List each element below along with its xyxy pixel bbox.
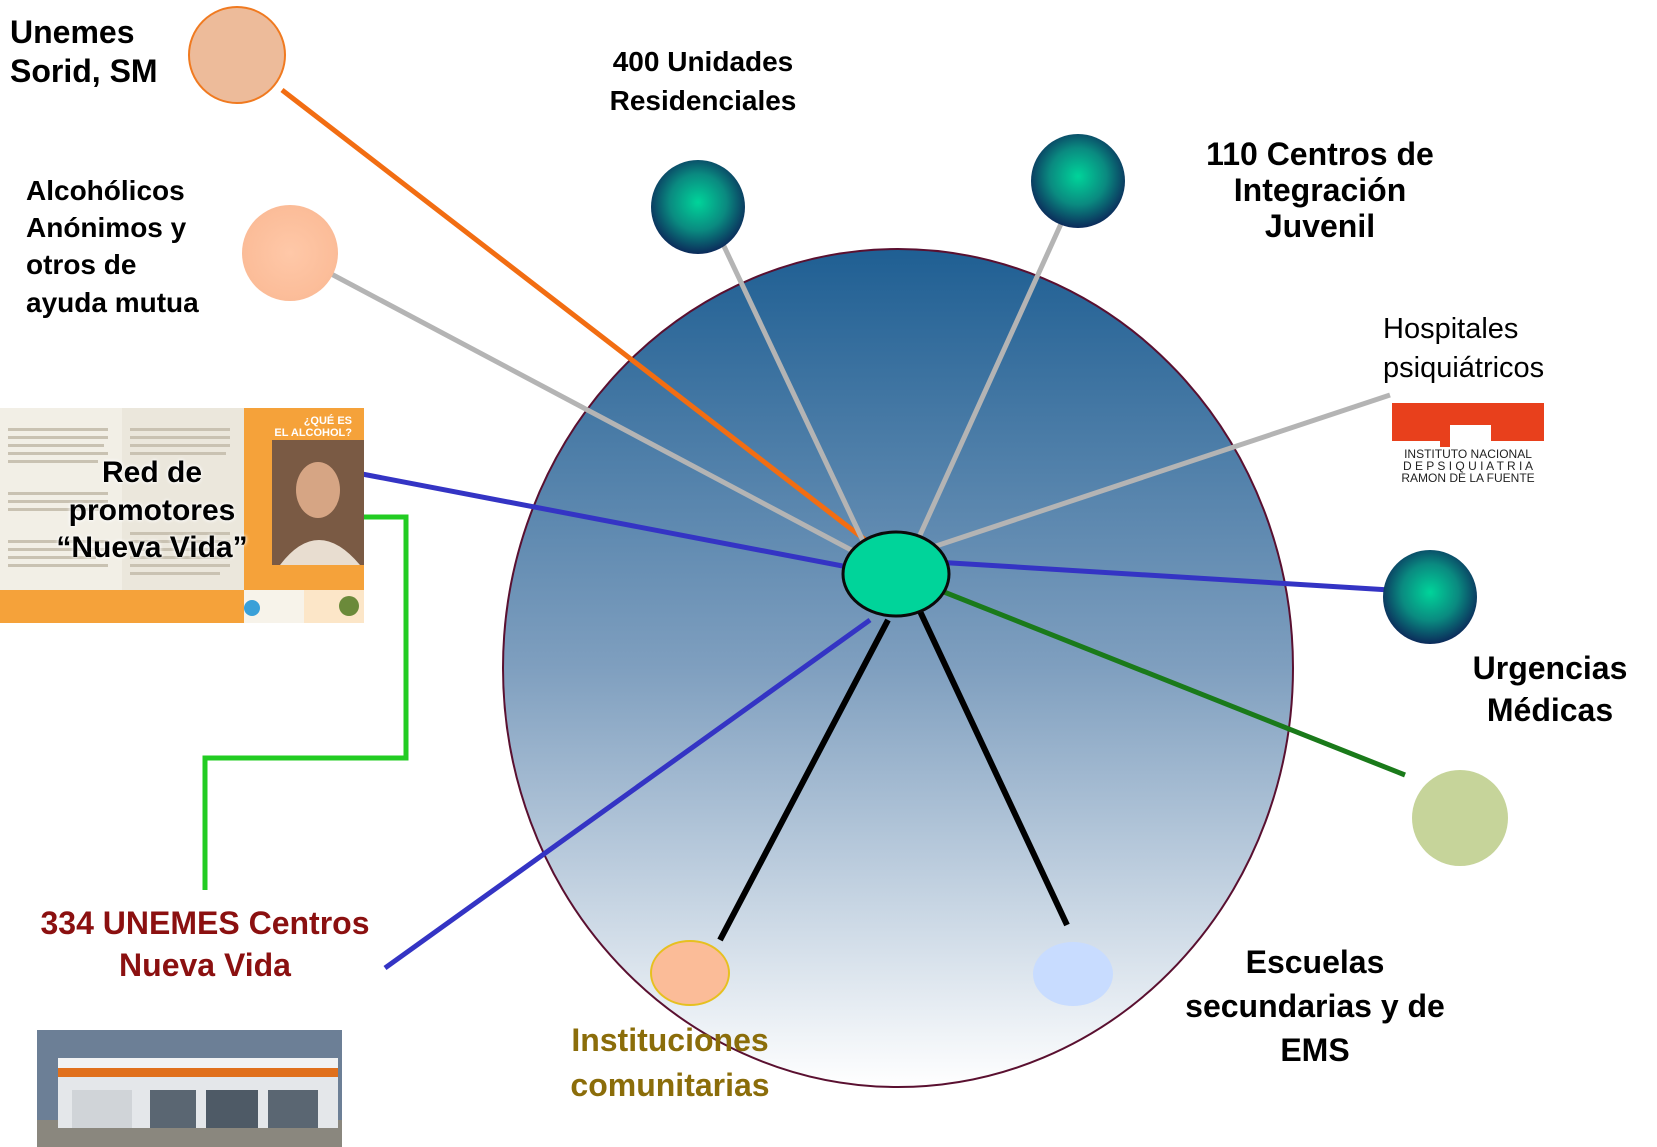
hub-node	[841, 530, 951, 618]
inp-logo-bar	[1440, 425, 1450, 447]
brochure-image: ¿QUÉ ES EL ALCOHOL?	[0, 408, 364, 623]
line-cij	[917, 213, 1068, 537]
line-alcoholicos	[318, 265, 872, 563]
inp-logo-mark	[1392, 403, 1544, 441]
node-urgencias	[1383, 550, 1477, 644]
node-escuelas	[1033, 942, 1113, 1006]
node-cij	[1031, 134, 1125, 228]
network-ellipse	[502, 248, 1294, 1088]
line-hospitales	[929, 392, 1391, 551]
building-image	[37, 1030, 342, 1147]
line-residenciales	[719, 240, 875, 562]
brochure-header-line-1: ¿QUÉ ES	[304, 414, 352, 427]
inp-logo: INSTITUTO NACIONAL D E P S I Q U I A T R…	[1392, 403, 1544, 485]
line-escuelas-green	[943, 589, 1406, 778]
node-instituciones	[650, 940, 730, 1006]
inp-logo-line-1: INSTITUTO NACIONAL	[1404, 447, 1532, 461]
line-red-promotores	[361, 471, 901, 580]
line-instituciones	[717, 618, 891, 942]
brochure-header-line-2: EL ALCOHOL?	[274, 427, 352, 439]
line-unemes-cnv	[383, 617, 872, 971]
line-escuelas-black	[915, 605, 1070, 927]
inp-logo-line-3: RAMON DE LA FUENTE	[1401, 471, 1534, 485]
line-urgencias	[934, 559, 1391, 593]
elbow-connector	[202, 514, 409, 890]
node-unemes-sorid	[188, 6, 286, 104]
node-residenciales	[651, 160, 745, 254]
node-escuelas-green	[1412, 770, 1508, 866]
node-alcoholicos	[242, 205, 338, 301]
line-unemes-sorid	[280, 88, 870, 544]
inp-logo-line-2: D E P S I Q U I A T R I A	[1403, 459, 1533, 473]
